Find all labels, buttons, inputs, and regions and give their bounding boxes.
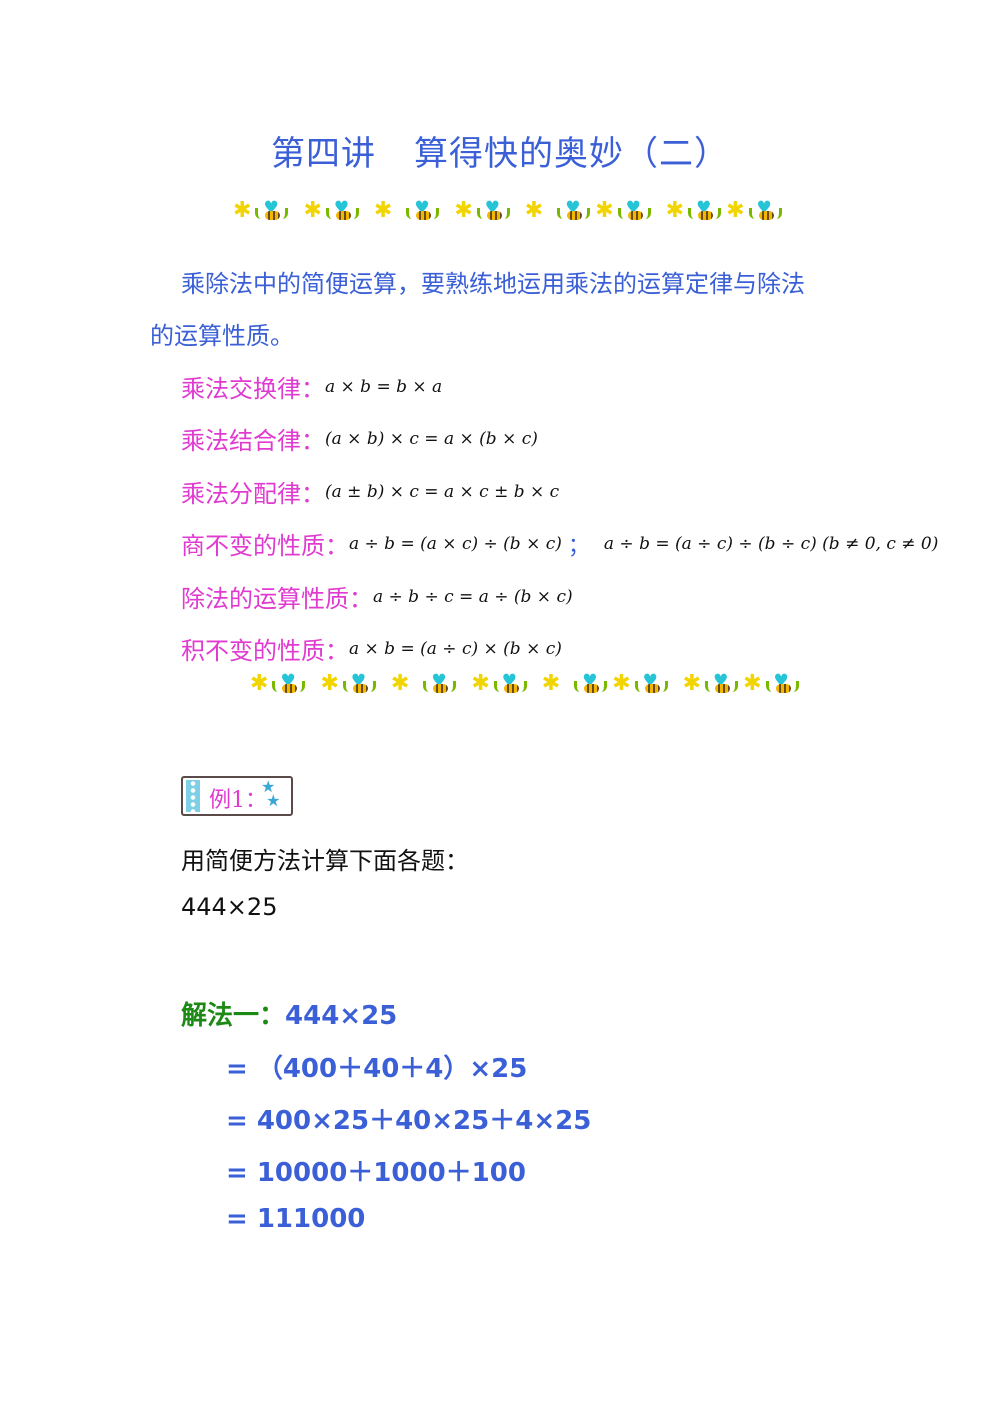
flower-icon: ✱ [390,671,410,696]
title-topic: 算得快的奥妙（二） [414,134,729,174]
bee-heart-icon: ♥ [493,673,528,695]
rule-formula: a ÷ b = (a × c) ÷ (b × c) [349,533,562,554]
flower-icon: ✱ [303,198,322,223]
example-badge: 例1： ★ ★ [181,776,293,816]
page-title: 第四讲算得快的奥妙（二） [0,126,1000,175]
rule-label: 乘法交换律： [181,375,325,403]
solution-step: = 10000＋1000＋100 [226,1158,526,1188]
stars-icon: ★ ★ [261,777,281,810]
flower-icon: ✱ [743,671,762,696]
bee-heart-icon: ♥ [325,200,360,222]
flower-icon: ✱ [373,198,393,223]
rule-label: 乘法结合律： [181,427,325,455]
bee-heart-icon: ♥ [342,673,377,695]
flower-icon: ✱ [541,671,561,696]
flower-icon: ✱ [726,198,745,223]
rule-label: 商不变的性质： [181,532,349,560]
flower-icon: ✱ [320,671,339,696]
flower-icon: ✱ [665,198,685,223]
decorative-border-top: ✱♥✱♥✱♥✱♥✱♥✱♥✱♥✱♥ [233,200,783,222]
bee-heart-icon: ♥ [574,673,608,695]
bee-heart-icon: ♥ [765,673,800,695]
rule-formula: a × b = (a ÷ c) × (b × c) [349,638,562,659]
intro-line-1: 乘除法中的简便运算，要熟练地运用乘法的运算定律与除法 [181,270,805,298]
rule-separator: ； [567,533,590,559]
rule-label: 除法的运算性质： [181,585,373,613]
flower-icon: ✱ [612,671,631,696]
bee-heart-icon: ♥ [476,200,511,222]
rule-product-invariance: 积不变的性质： a × b = (a ÷ c) × (b × c) [181,631,562,666]
solution-step: = 400×25＋40×25＋4×25 [226,1106,592,1136]
rule-associative: 乘法结合律： (a × b) × c = a × (b × c) [181,421,538,456]
bee-heart-icon: ♥ [617,200,652,222]
example-problem: 444×25 [181,893,278,921]
solution-step: = （400＋40＋4）×25 [226,1054,528,1084]
badge-ribbon-strip [186,780,200,812]
bee-heart-icon: ♥ [705,673,739,695]
bee-heart-icon: ♥ [423,673,457,695]
example-badge-label: 例1： [209,788,267,813]
solution-header: 解法一： 444×25 [181,995,397,1032]
bee-heart-icon: ♥ [557,200,591,222]
rule-formula: (a × b) × c = a × (b × c) [325,428,538,449]
rule-label: 积不变的性质： [181,637,349,665]
decorative-border-bottom: ✱♥✱♥✱♥✱♥✱♥✱♥✱♥✱♥ [250,673,800,695]
rule-quotient-invariance: 商不变的性质： a ÷ b = (a × c) ÷ (b × c) ； a ÷ … [181,526,938,561]
bee-heart-icon: ♥ [406,200,440,222]
rule-distributive: 乘法分配律： (a ± b) × c = a × c ± b × c [181,474,559,509]
rule-formula: (a ± b) × c = a × c ± b × c [325,481,560,502]
rule-formula-2: a ÷ b = (a ÷ c) ÷ (b ÷ c) (b ≠ 0, c ≠ 0) [603,533,939,554]
bee-heart-icon: ♥ [255,200,289,222]
rule-formula: a ÷ b ÷ c = a ÷ (b × c) [373,586,573,607]
bee-heart-icon: ♥ [688,200,722,222]
rule-division-property: 除法的运算性质： a ÷ b ÷ c = a ÷ (b × c) [181,579,573,614]
solution-expression: 444×25 [285,1001,398,1031]
flower-icon: ✱ [250,671,269,696]
rule-commutative: 乘法交换律： a × b = b × a [181,369,442,404]
flower-icon: ✱ [454,198,473,223]
bee-heart-icon: ♥ [634,673,669,695]
title-lecture-number: 第四讲 [271,134,376,174]
bee-heart-icon: ♥ [272,673,306,695]
rule-formula: a × b = b × a [325,376,443,397]
intro-line-2: 的运算性质。 [150,322,294,350]
rule-label: 乘法分配律： [181,480,325,508]
flower-icon: ✱ [595,198,614,223]
solution-label: 解法一： [181,1001,286,1031]
flower-icon: ✱ [682,671,702,696]
example-instruction: 用简便方法计算下面各题： [181,847,469,875]
bee-heart-icon: ♥ [748,200,783,222]
solution-step: = 111000 [226,1204,366,1234]
flower-icon: ✱ [233,198,252,223]
flower-icon: ✱ [524,198,544,223]
flower-icon: ✱ [471,671,490,696]
